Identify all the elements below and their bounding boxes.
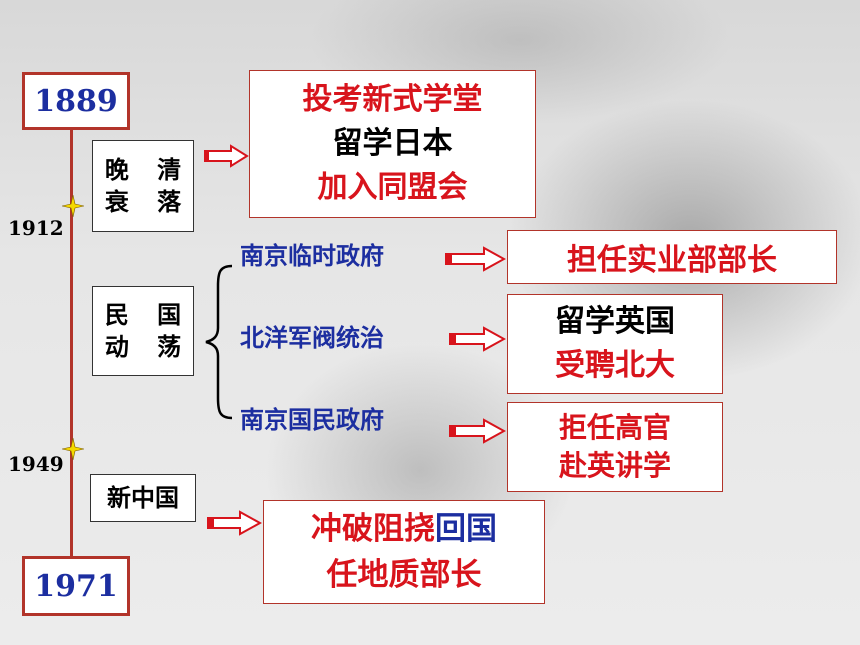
year-mark-1949: 1949: [8, 452, 64, 476]
end-year: 1971: [34, 568, 118, 604]
star-icon: [61, 437, 85, 461]
event-join-tongmenghui: 加入同盟会: [317, 170, 468, 205]
era-late-qing-line2: 衰 落: [104, 188, 192, 216]
brace-icon: [200, 262, 236, 426]
arrow-right-icon: [448, 418, 506, 444]
event-minister-industry-box: 担任实业部部长: [507, 230, 837, 284]
period-nanjing-provisional: 南京临时政府: [240, 242, 384, 270]
era-new-china-label: 新中国: [107, 484, 179, 512]
event-return-line: 冲破阻挠回国: [311, 506, 497, 552]
start-year-box: 1889: [22, 72, 130, 130]
year-mark-1912: 1912: [8, 216, 64, 240]
event-lecture-uk: 赴英讲学: [558, 449, 671, 482]
event-refuse-office: 拒任高官: [558, 411, 671, 444]
nanjing-national-events-box: 拒任高官 赴英讲学: [507, 402, 723, 492]
era-republic-line2: 动 荡: [104, 333, 192, 361]
period-nanjing-national: 南京国民政府: [240, 406, 384, 434]
beiyang-events-box: 留学英国 受聘北大: [507, 294, 723, 394]
arrow-right-icon: [203, 144, 249, 168]
event-study-japan: 留学日本: [332, 126, 453, 161]
end-year-box: 1971: [22, 556, 130, 616]
new-china-events-box: 冲破阻挠回国 任地质部长: [263, 500, 545, 604]
event-study-uk: 留学英国: [555, 304, 675, 339]
arrow-right-icon: [448, 326, 506, 352]
event-return-home: 回国: [435, 511, 497, 547]
era-late-qing: 晚 清 衰 落: [92, 140, 194, 232]
era-republic-line1: 民 国: [104, 301, 192, 329]
event-minister-industry: 担任实业部部长: [567, 243, 777, 278]
arrow-right-icon: [444, 246, 506, 272]
late-qing-events-box: 投考新式学堂 留学日本 加入同盟会: [249, 70, 536, 218]
era-new-china: 新中国: [90, 474, 196, 522]
era-late-qing-line1: 晚 清: [104, 156, 192, 184]
star-icon: [61, 194, 85, 218]
era-republic: 民 国 动 荡: [92, 286, 194, 376]
event-peking-university: 受聘北大: [555, 348, 675, 383]
start-year: 1889: [34, 83, 118, 119]
event-break-obstruction: 冲破阻挠: [311, 511, 435, 547]
period-beiyang: 北洋军阀统治: [240, 324, 384, 352]
arrow-right-icon: [206, 510, 262, 536]
event-minister-geology: 任地质部长: [326, 557, 482, 593]
event-new-school: 投考新式学堂: [302, 82, 483, 117]
timeline-line: [70, 128, 73, 558]
